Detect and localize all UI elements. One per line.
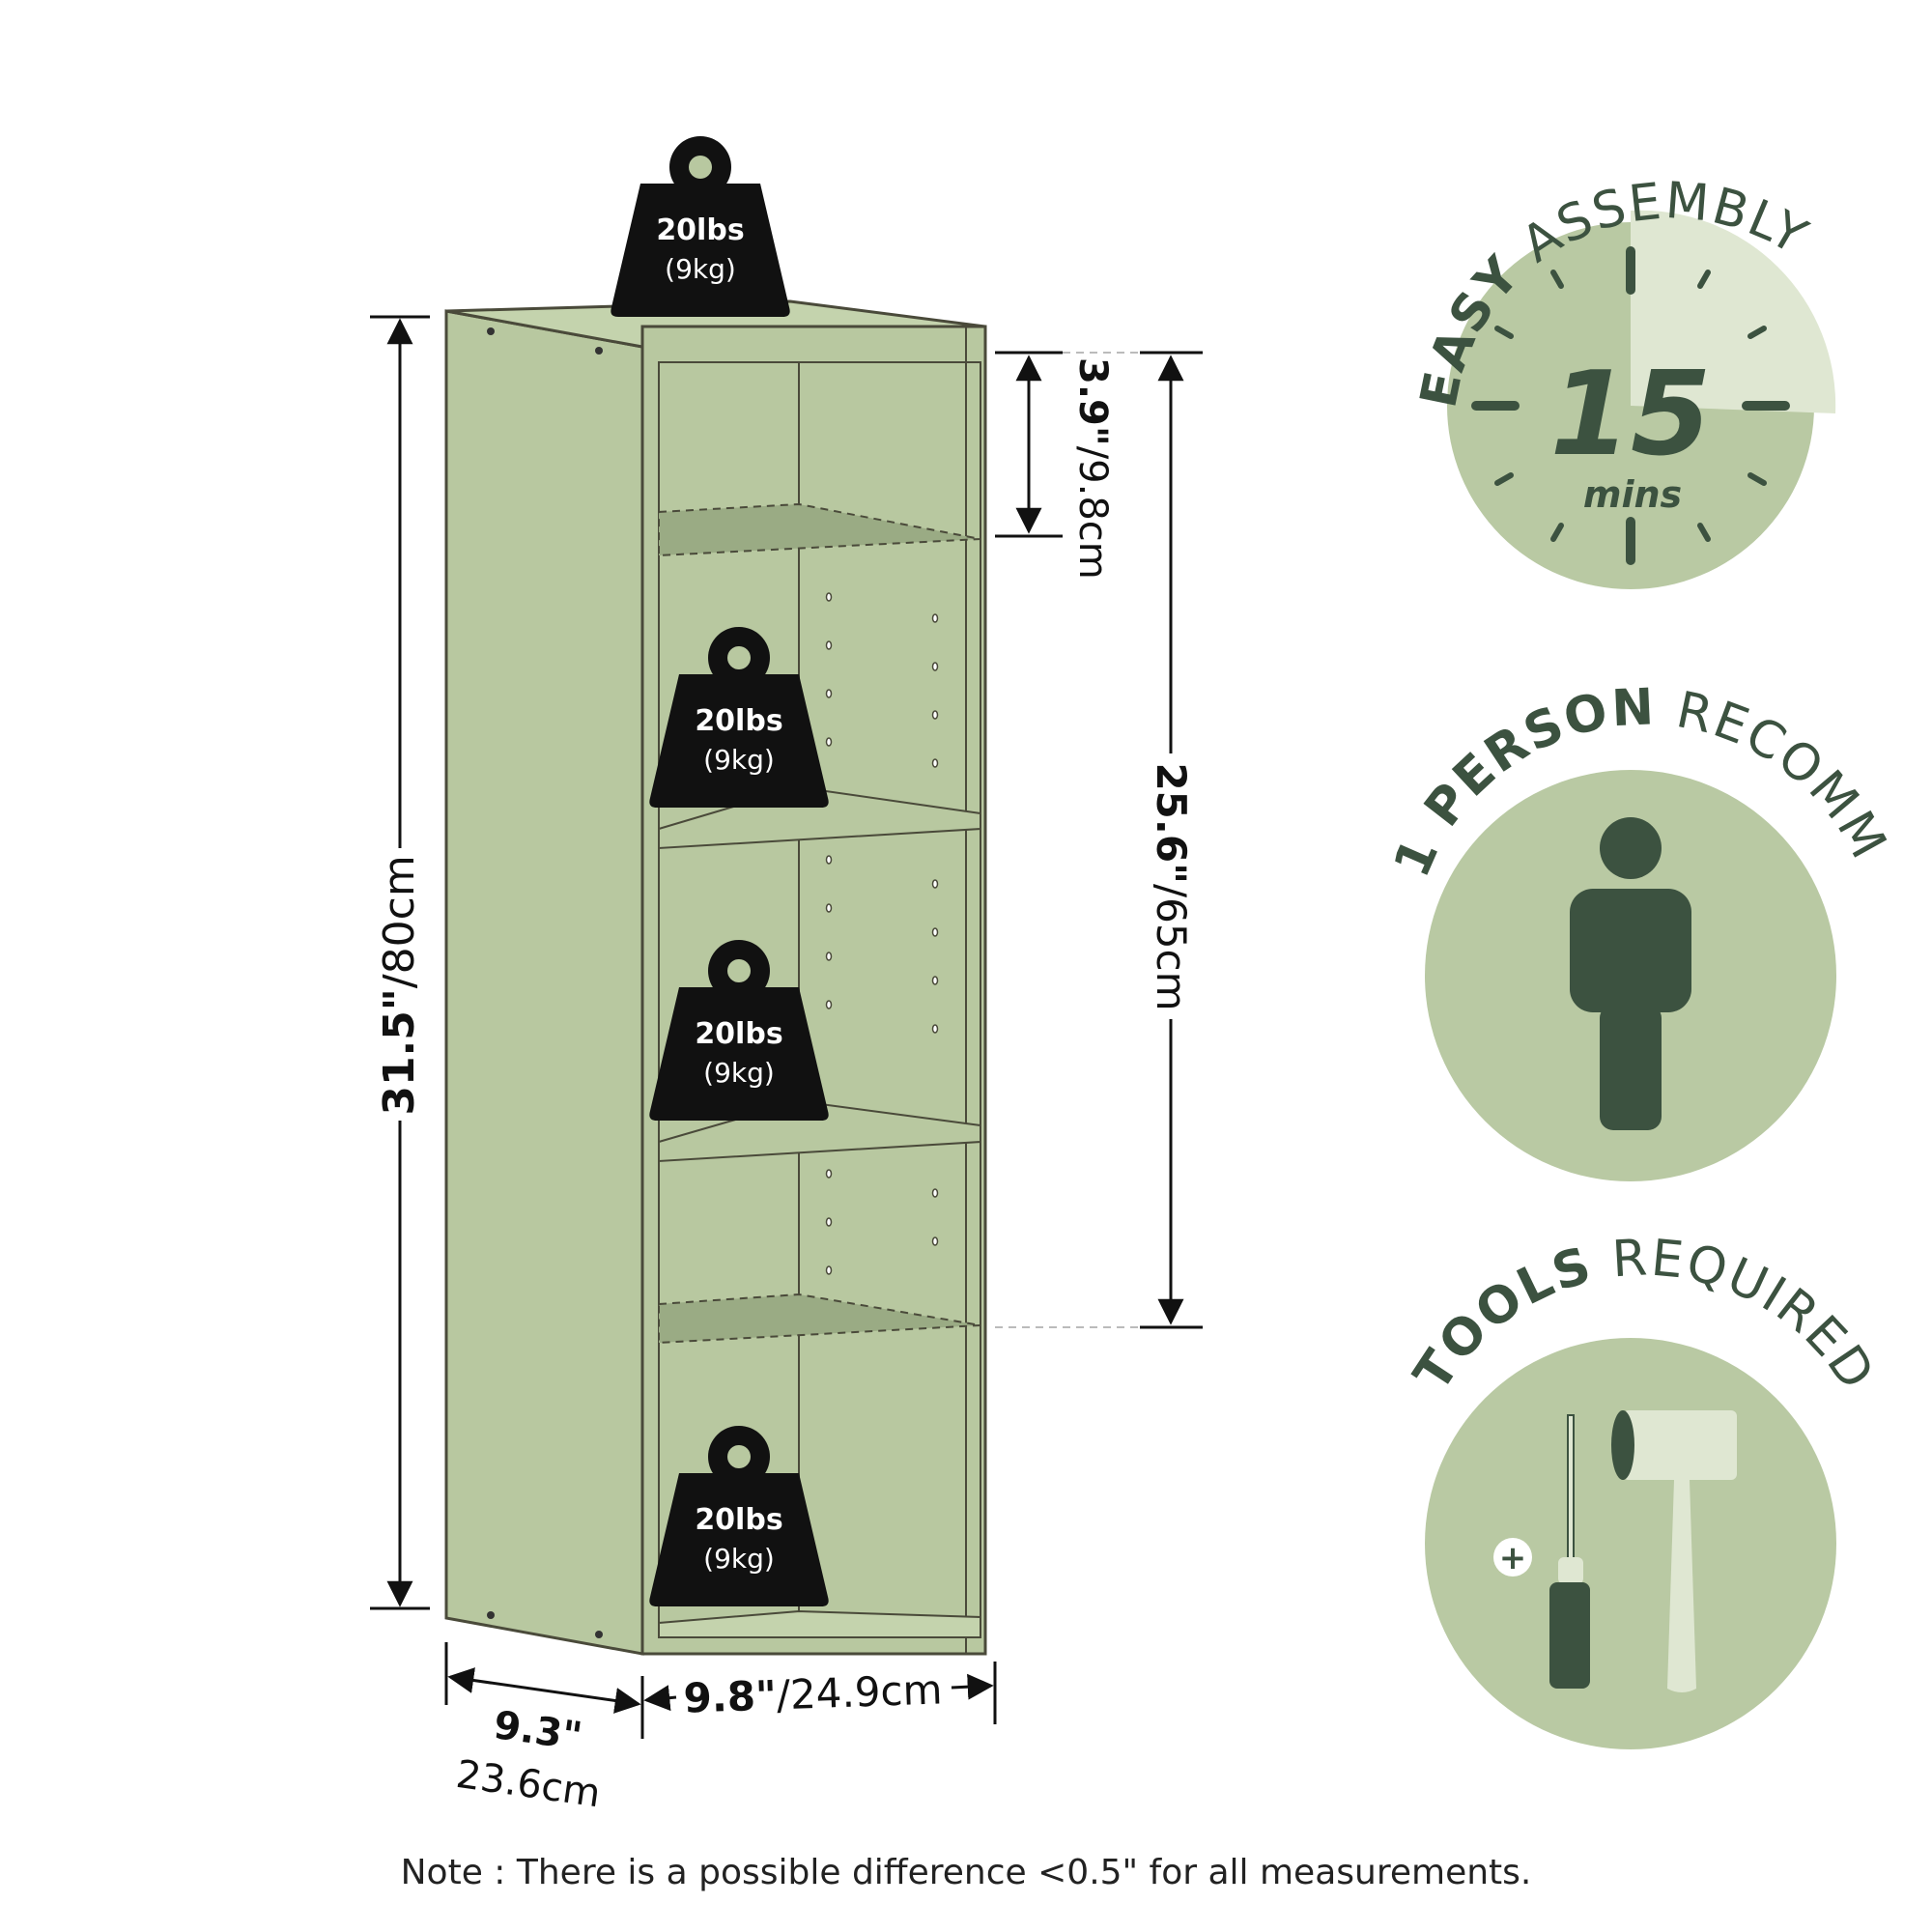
assembly-time-unit: mins xyxy=(1583,473,1682,516)
weight-kg-label: (9kg) xyxy=(665,253,736,285)
height-in-label: 31.5" xyxy=(375,988,424,1115)
svg-text:3.9"/9.8cm: 3.9"/9.8cm xyxy=(1070,357,1115,580)
adjust-cm-label: /65cm xyxy=(1148,884,1195,1011)
svg-text:25.6"/65cm: 25.6"/65cm xyxy=(1148,762,1195,1010)
plus-icon: + xyxy=(1493,1538,1532,1577)
depth-in-label: 9.3" xyxy=(491,1703,584,1759)
adjustable-range-dimension: 25.6"/65cm xyxy=(995,351,1203,1329)
depth-dimension: 9.3" 23.6cm xyxy=(444,1642,644,1816)
plus-sign: + xyxy=(1499,1539,1527,1577)
shelf-gap-dimension: 3.9"/9.8cm xyxy=(995,351,1198,580)
bottom-shelf xyxy=(658,1609,981,1638)
shelf-adjustable-top xyxy=(658,502,981,557)
adjust-in-label: 25.6" xyxy=(1148,762,1195,884)
clock-icon xyxy=(1471,246,1790,565)
weight-kg-label: (9kg) xyxy=(703,1057,775,1089)
weight-icon-top: 20lbs (9kg) xyxy=(611,136,790,317)
weight-lbs-label: 20lbs xyxy=(695,704,782,738)
measurement-note: Note : There is a possible difference <0… xyxy=(400,1853,1532,1892)
person-icon xyxy=(1570,817,1691,1130)
hammer-icon xyxy=(1611,1410,1737,1692)
depth-cm-label: 23.6cm xyxy=(453,1752,603,1816)
weight-kg-label: (9kg) xyxy=(703,1543,775,1575)
weight-icon-shelf-2: 20lbs (9kg) xyxy=(649,940,829,1121)
gap-in-label: 3.9" xyxy=(1070,357,1115,446)
tools-icon: + xyxy=(1493,1410,1737,1692)
weight-lbs-label: 20lbs xyxy=(695,1503,782,1537)
svg-text:31.5"/80cm: 31.5"/80cm xyxy=(375,855,424,1115)
easy-assembly-badge: 15 mins EASY ASSEMBLY xyxy=(1409,172,1836,589)
weight-icon-shelf-3: 20lbs (9kg) xyxy=(649,1426,829,1606)
tools-required-badge: + TOOLS REQUIRED xyxy=(1404,1229,1884,1749)
screwdriver-icon xyxy=(1549,1414,1590,1689)
weight-icon-shelf-1: 20lbs (9kg) xyxy=(649,627,829,808)
weight-kg-label: (9kg) xyxy=(703,744,775,776)
width-dimension: 9.8"/24.9cm xyxy=(643,1662,997,1724)
gap-cm-label: /9.8cm xyxy=(1070,446,1115,580)
weight-lbs-label: 20lbs xyxy=(695,1017,782,1051)
weight-lbs-label: 20lbs xyxy=(656,213,744,247)
height-cm-label: /80cm xyxy=(375,855,424,988)
width-in-label: 9.8" xyxy=(683,1671,778,1721)
side-panel xyxy=(444,309,644,1656)
assembly-time-number: 15 xyxy=(1550,348,1712,482)
shelf-pin-holes xyxy=(825,592,939,1275)
width-cm-label: /24.9cm xyxy=(776,1665,943,1719)
svg-text:9.8"/24.9cm: 9.8"/24.9cm xyxy=(683,1665,944,1721)
height-dimension: 31.5"/80cm xyxy=(370,315,430,1610)
shelf-adjustable-bottom xyxy=(658,1293,981,1345)
